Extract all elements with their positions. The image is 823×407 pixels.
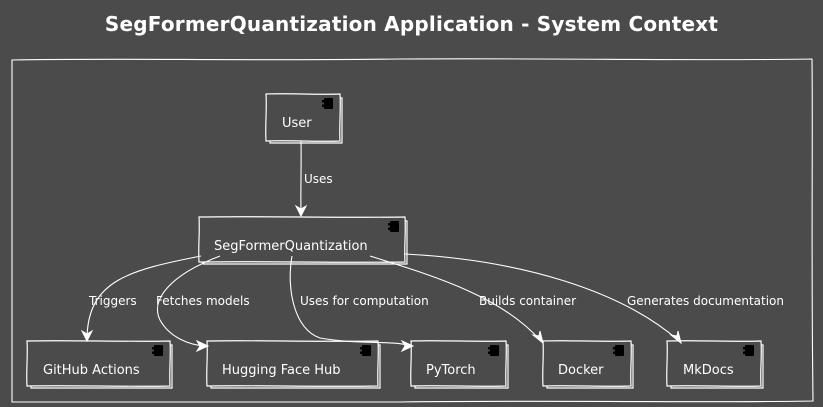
node-segformerquantization[interactable]: SegFormerQuantization — [198, 216, 408, 265]
edge-uses: Uses — [294, 140, 333, 218]
edge-triggers: Triggers — [80, 255, 202, 343]
node-label-mkdocs: MkDocs — [683, 363, 734, 378]
component-icon — [743, 345, 754, 356]
node-label-pytorch: PyTorch — [426, 363, 476, 378]
component-icon — [388, 221, 399, 232]
component-icon — [152, 345, 163, 356]
node-label-hugging-face-hub: Hugging Face Hub — [222, 363, 341, 378]
node-mkdocs[interactable]: MkDocs — [666, 340, 764, 389]
node-github-actions[interactable]: GitHub Actions — [26, 340, 173, 389]
component-icon — [360, 345, 371, 356]
node-pytorch[interactable]: PyTorch — [410, 340, 509, 389]
edge-generates-documentation: Generates documentation — [404, 253, 784, 345]
edge-builds-container: Builds container — [369, 255, 576, 345]
node-user[interactable]: User — [265, 93, 343, 144]
edge-uses-for-computation: Uses for computation — [289, 255, 429, 353]
edge-label-uses: Uses — [304, 172, 333, 186]
node-label-segformerquantization: SegFormerQuantization — [214, 239, 368, 254]
diagram-title: SegFormerQuantization Application - Syst… — [104, 12, 719, 36]
edge-label-fetches-models: Fetches models — [156, 294, 250, 308]
node-label-user: User — [282, 116, 312, 131]
node-docker[interactable]: Docker — [542, 340, 634, 389]
node-label-github-actions: GitHub Actions — [43, 363, 140, 378]
component-icon — [613, 345, 624, 356]
node-label-docker: Docker — [558, 363, 604, 378]
edge-label-uses-for-computation: Uses for computation — [300, 294, 429, 308]
node-hugging-face-hub[interactable]: Hugging Face Hub — [206, 340, 381, 389]
edge-label-generates-documentation: Generates documentation — [627, 294, 784, 308]
edge-fetches-models: Fetches models — [156, 255, 250, 353]
edge-label-triggers: Triggers — [88, 294, 137, 308]
component-icon — [322, 98, 333, 109]
edge-label-builds-container: Builds container — [479, 294, 576, 308]
component-icon — [488, 345, 499, 356]
system-boundary-frame — [11, 58, 814, 403]
